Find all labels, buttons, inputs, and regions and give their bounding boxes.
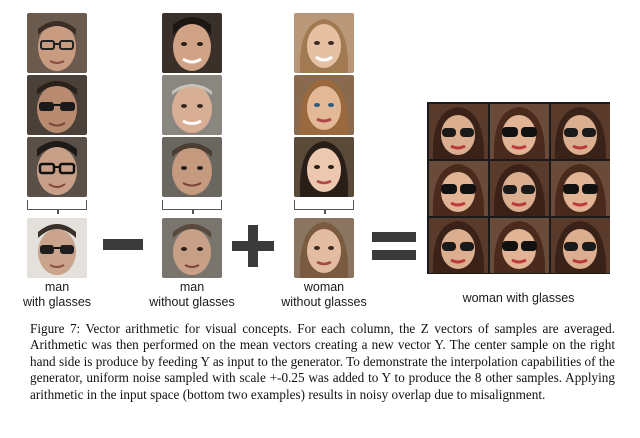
sample-woman-without-glasses-3 [294, 137, 354, 197]
result-sample-8 [490, 218, 549, 273]
column-3-label: woman without glasses [274, 280, 374, 310]
average-man-without-glasses [162, 218, 222, 278]
result-sample-3 [551, 104, 610, 159]
column-1-label-line1: man [44, 280, 70, 294]
equals-operator-icon [372, 228, 416, 264]
column-3-label-line1: woman [303, 280, 345, 294]
sample-woman-without-glasses-2 [294, 75, 354, 135]
group-brace-column-1 [27, 200, 87, 214]
result-sample-9 [551, 218, 610, 273]
column-1-label: man with glasses [17, 280, 97, 310]
average-man-with-glasses [27, 218, 87, 278]
sample-man-without-glasses-2 [162, 75, 222, 135]
column-2-label-line2: without glasses [149, 295, 235, 309]
group-brace-column-3 [294, 200, 354, 214]
average-woman-without-glasses [294, 218, 354, 278]
result-sample-6 [551, 161, 610, 216]
sample-woman-without-glasses-1 [294, 13, 354, 73]
result-sample-7 [429, 218, 488, 273]
result-label: woman with glasses [462, 291, 575, 305]
result-woman-with-glasses-grid [427, 102, 610, 274]
figure-caption: Figure 7: Vector arithmetic for visual c… [30, 321, 615, 402]
sample-man-without-glasses-1 [162, 13, 222, 73]
sample-man-with-glasses-3 [27, 137, 87, 197]
group-brace-column-2 [162, 200, 222, 214]
column-1-label-line2: with glasses [22, 295, 92, 309]
sample-man-with-glasses-2 [27, 75, 87, 135]
sample-man-with-glasses-1 [27, 13, 87, 73]
minus-operator-icon [103, 239, 143, 250]
column-2-label-line1: man [179, 280, 205, 294]
column-2-label: man without glasses [142, 280, 242, 310]
result-sample-5 [490, 161, 549, 216]
sample-man-without-glasses-3 [162, 137, 222, 197]
result-sample-4 [429, 161, 488, 216]
column-3-label-line2: without glasses [281, 295, 367, 309]
result-sample-2 [490, 104, 549, 159]
plus-operator-icon [232, 225, 274, 267]
result-sample-1 [429, 104, 488, 159]
